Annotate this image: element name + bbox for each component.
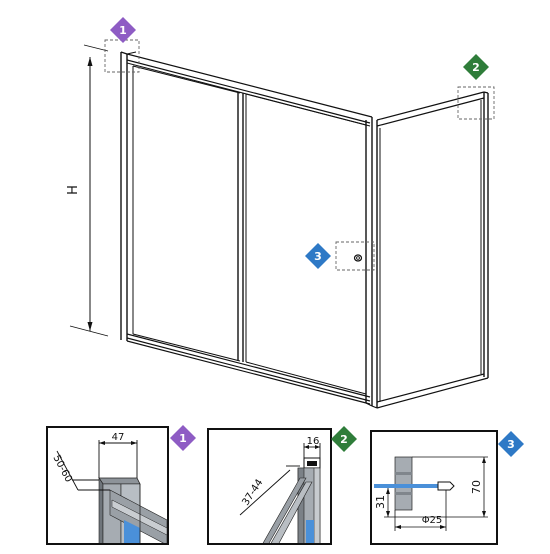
main-enclosure <box>120 51 489 409</box>
dim-37-44 <box>239 465 300 516</box>
height-dimension <box>69 44 109 337</box>
dim-label-phi25: Φ25 <box>422 515 443 526</box>
detail-badge-1: 1 <box>170 425 196 451</box>
bottom-rail <box>126 333 371 405</box>
detail-panel-1: 47 50-60 <box>46 426 169 545</box>
top-rail <box>126 51 373 127</box>
svg-text:2: 2 <box>340 433 348 446</box>
callout-box-3 <box>335 241 375 271</box>
dim-47 <box>98 440 138 478</box>
knob-section <box>437 481 455 491</box>
callout-badge-3: 3 <box>305 243 331 269</box>
height-label: H <box>66 185 81 195</box>
handle-knob-icon <box>353 254 363 262</box>
dim-phi25 <box>394 490 447 531</box>
handle-profile <box>394 456 413 511</box>
side-panel <box>376 91 489 409</box>
dim-label-70: 70 <box>470 480 483 494</box>
glass-line <box>374 484 448 488</box>
svg-text:1: 1 <box>179 432 187 445</box>
callout-badge-1: 1 <box>110 17 136 43</box>
svg-text:1: 1 <box>119 24 127 37</box>
dim-70 <box>412 456 488 518</box>
detail-badge-3: 3 <box>498 431 524 457</box>
callout-badge-2: 2 <box>463 54 489 80</box>
dim-16 <box>303 443 321 458</box>
svg-text:2: 2 <box>472 61 480 74</box>
svg-text:3: 3 <box>314 250 322 263</box>
dim-label-47: 47 <box>112 432 125 443</box>
detail-badge-2: 2 <box>331 426 357 452</box>
detail-panel-2: 16 37-44 <box>207 428 332 545</box>
dim-label-16: 16 <box>307 436 320 447</box>
left-post <box>120 51 128 341</box>
corner-post <box>365 117 378 409</box>
dim-31 <box>384 488 412 518</box>
detail-panel-3: 70 31 Φ25 <box>370 430 498 545</box>
dim-label-31: 31 <box>374 495 387 509</box>
sliding-panels <box>132 65 367 395</box>
profile-1-drawing <box>98 477 167 543</box>
callout-box-2 <box>457 86 495 120</box>
callout-boxes <box>104 39 495 271</box>
dim-50-60 <box>56 450 110 491</box>
svg-text:3: 3 <box>507 438 515 451</box>
profile-2-drawing <box>262 457 321 543</box>
